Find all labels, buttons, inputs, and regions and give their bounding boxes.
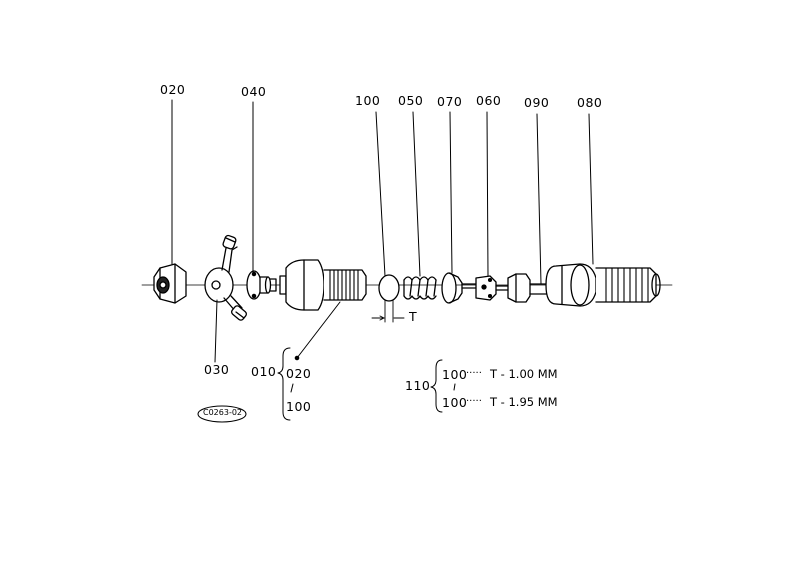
gap-label-t: T [409, 309, 418, 324]
part-040-bolt [246, 270, 277, 300]
assembly-110-row-2-spec: T - 1.95 MM [490, 395, 558, 409]
assembly-110-row-1-dots: ····· [466, 368, 482, 379]
callout-100: 100 [355, 93, 381, 108]
assembly-010-item-2: 100 [286, 399, 312, 414]
callout-020: 020 [160, 82, 186, 97]
leader-010 [296, 301, 341, 359]
assembly-010-item-1: 020 [286, 366, 312, 381]
bracket-110 [430, 359, 456, 413]
leader-070 [449, 111, 453, 274]
leader-060 [486, 111, 489, 277]
leader-050 [412, 111, 421, 277]
bracket-010 [277, 347, 300, 421]
part-080-nozzle-nut [545, 263, 661, 307]
assembly-010-id: 010 [251, 364, 277, 379]
leader-030 [214, 299, 218, 363]
leader-090 [536, 113, 542, 285]
callout-060: 060 [476, 93, 502, 108]
part-030-banjo-fitting [204, 234, 247, 321]
assembly-110-row-2-part: 100 [442, 395, 468, 410]
stamp-text: C0263-02 [203, 408, 243, 417]
leader-100 [375, 111, 386, 277]
callout-050: 050 [398, 93, 424, 108]
assembly-110-id: 110 [405, 378, 431, 393]
assembly-110-row-2-dots: ····· [466, 396, 482, 407]
callout-040: 040 [241, 84, 267, 99]
leader-lines [171, 99, 594, 363]
callout-080: 080 [577, 95, 603, 110]
part-070-spring-seat [441, 272, 477, 304]
stamp-badge [197, 405, 247, 423]
part-050-spring [403, 276, 437, 300]
part-020-hex-nut [153, 263, 187, 304]
assembly-110-row-1-spec: T - 1.00 MM [490, 367, 558, 381]
part-010-holder-body [279, 259, 367, 311]
callout-090: 090 [524, 95, 550, 110]
assembly-110-row-1-part: 100 [442, 367, 468, 382]
leader-080 [588, 113, 594, 265]
part-100-shim [371, 274, 405, 323]
part-060-distance-piece [475, 275, 509, 301]
callout-030: 030 [204, 362, 230, 377]
callout-070: 070 [437, 94, 463, 109]
